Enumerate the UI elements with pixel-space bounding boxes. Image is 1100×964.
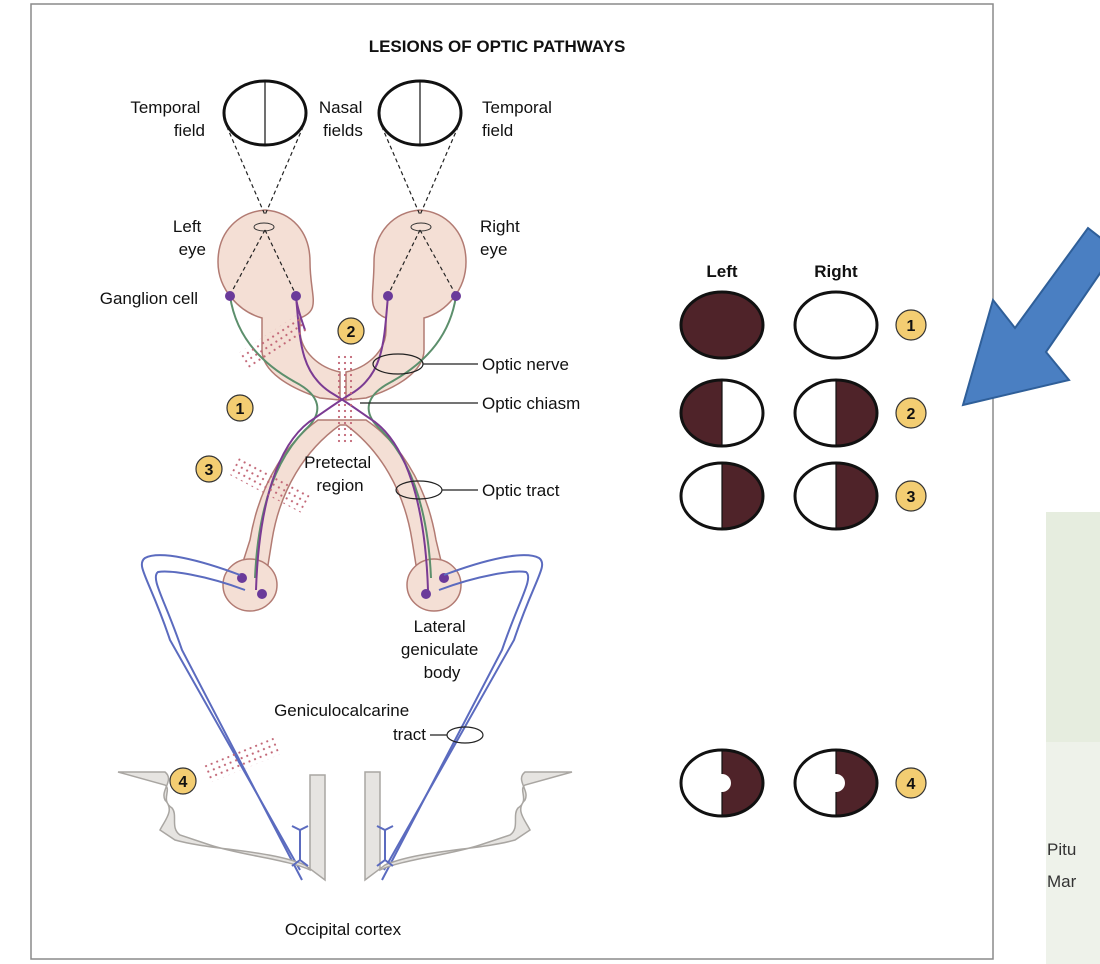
svg-text:2: 2 [907,406,916,423]
svg-text:4: 4 [179,774,188,791]
lateral-geniculate-right [406,558,462,612]
column-header-left: Left [706,262,738,281]
defect-row-4 [679,748,879,818]
label-right-eye: Right eye [480,217,524,259]
svg-text:2: 2 [347,324,356,341]
lesion-marker-2: 2 [337,317,365,345]
label-nasal-fields: Nasal fields [319,98,367,140]
defect-badge-2: 2 [895,397,927,429]
left-eye [217,209,341,401]
label-geniculocalcarine-tract: Geniculocalcarine tract [274,701,426,744]
pointer-arrow [961,226,1100,407]
field-1-right [793,290,879,360]
label-optic-nerve: Optic nerve [482,355,569,374]
label-optic-chiasm: Optic chiasm [482,394,580,413]
geniculocalcarine-tracts [140,554,544,881]
ganglion-cells [225,291,461,599]
field-1-left [679,290,765,360]
label-ganglion-cell: Ganglion cell [100,289,198,308]
lesion-markers: 1 2 3 4 [169,317,365,795]
defect-row-1 [679,290,879,360]
defect-badge-4: 4 [895,767,927,799]
figure-title: LESIONS OF OPTIC PATHWAYS [369,37,626,56]
defect-row-3 [679,461,879,531]
field-4-right [793,748,879,818]
label-occipital-cortex: Occipital cortex [285,920,402,939]
label-pretectal-region: Pretectal region [304,453,376,495]
field-3-right [793,461,879,531]
lesion-marker-1: 1 [226,394,254,422]
label-optic-tract: Optic tract [482,481,560,500]
side-panel-line-1: Pitu [1047,840,1076,859]
defect-badge-3: 3 [895,480,927,512]
lesion-marker-3: 3 [195,455,223,483]
label-lateral-geniculate-body: Lateral geniculate body [401,617,483,682]
lesion-bars [203,314,356,783]
occipital-cortex [117,771,573,882]
column-header-right: Right [814,262,858,281]
field-3-left [679,461,765,531]
projection-lines [223,119,462,296]
defect-row-badges: 1 2 3 4 [895,309,927,799]
lesion-marker-4: 4 [169,767,197,795]
svg-text:3: 3 [205,462,214,479]
label-left-eye: Left eye [173,217,206,259]
field-2-left [679,378,765,448]
field-2-right [793,378,879,448]
defect-row-2 [679,378,879,448]
field-4-left [679,748,765,818]
side-panel-line-2: Mar [1047,872,1077,891]
svg-text:1: 1 [907,318,916,335]
defect-badge-1: 1 [895,309,927,341]
label-temporal-field-left: Temporal field [130,98,205,140]
label-temporal-field-right: Temporal field [482,98,557,140]
svg-text:1: 1 [236,401,245,418]
svg-text:4: 4 [907,776,916,793]
svg-text:3: 3 [907,489,916,506]
